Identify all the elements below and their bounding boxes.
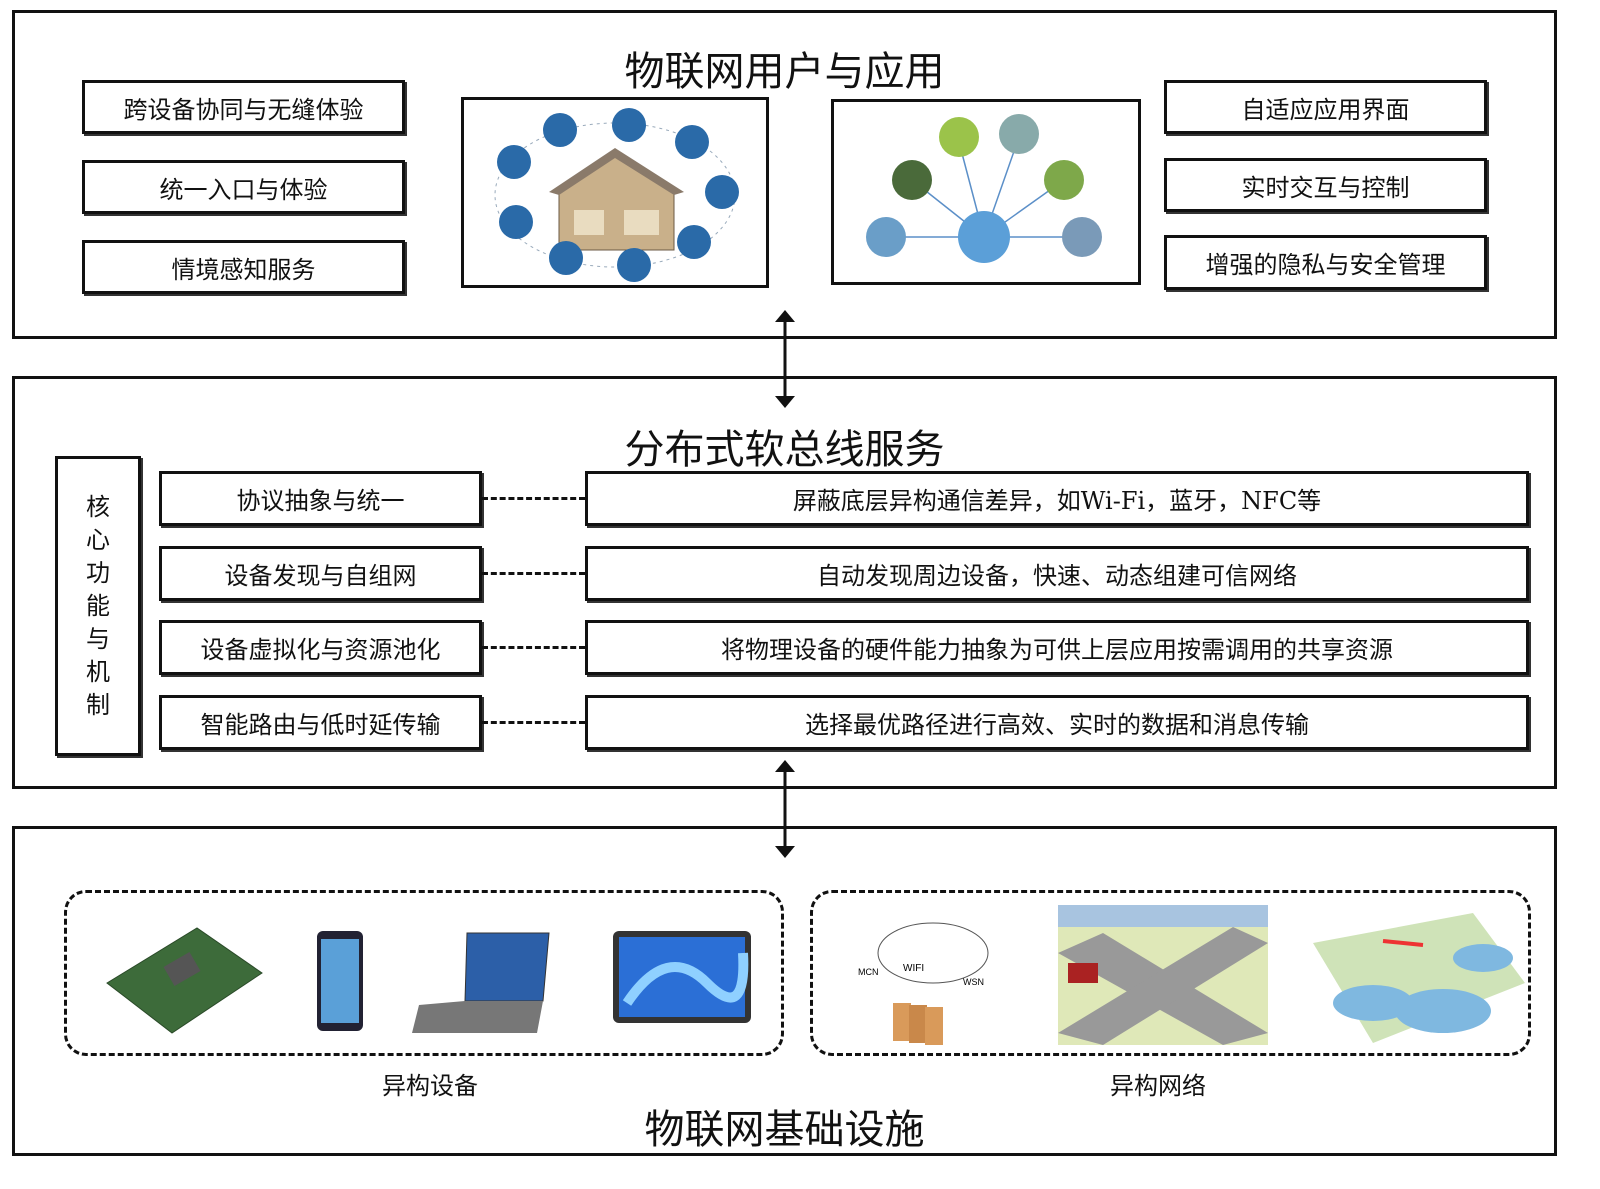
app-item: 自适应应用界面 xyxy=(1164,80,1487,134)
infrastructure-layer: 物联网基础设施 xyxy=(12,826,1557,1156)
app-item: 增强的隐私与安全管理 xyxy=(1164,235,1487,290)
function-desc: 自动发现周边设备，快速、动态组建可信网络 xyxy=(585,546,1529,601)
function-name: 设备发现与自组网 xyxy=(159,546,482,601)
connector-line xyxy=(482,646,585,649)
function-name: 协议抽象与统一 xyxy=(159,471,482,526)
side-char: 制 xyxy=(86,690,110,719)
function-desc: 屏蔽底层异构通信差异，如Wi-Fi，蓝牙，NFC等 xyxy=(585,471,1529,526)
side-char: 与 xyxy=(86,624,110,653)
function-desc: 选择最优路径进行高效、实时的数据和消息传输 xyxy=(585,695,1529,750)
heterogeneous-networks-group: WIFI MCN WSN xyxy=(810,890,1531,1056)
heterogeneous-devices-label: 异构设备 xyxy=(382,1072,478,1100)
bidirectional-arrow-icon xyxy=(775,310,795,408)
side-char: 机 xyxy=(86,657,110,686)
app-item: 实时交互与控制 xyxy=(1164,158,1487,212)
side-char: 功 xyxy=(86,558,110,587)
iot-network-image xyxy=(831,99,1141,285)
side-char: 能 xyxy=(86,591,110,620)
side-char: 心 xyxy=(86,525,110,554)
network-cloud-icon: WIFI MCN WSN xyxy=(858,922,989,1045)
function-name: 设备虚拟化与资源池化 xyxy=(159,620,482,675)
networks-illustration: WIFI MCN WSN xyxy=(858,905,1525,1045)
function-desc: 将物理设备的硬件能力抽象为可供上层应用按需调用的共享资源 xyxy=(585,620,1529,675)
tablet-icon xyxy=(613,931,751,1023)
bidirectional-arrow-icon xyxy=(775,760,795,858)
laptop-icon xyxy=(412,932,550,1033)
network-label: WIFI xyxy=(903,963,924,974)
connector-line xyxy=(482,721,585,724)
core-functions-label: 核心功能与机制 xyxy=(55,456,141,756)
application-layer-title: 物联网用户与应用 xyxy=(624,49,945,95)
infrastructure-layer-title: 物联网基础设施 xyxy=(644,1107,925,1153)
connector-line xyxy=(482,572,585,575)
heterogeneous-devices-group xyxy=(64,890,784,1056)
heterogeneous-networks-label: 异构网络 xyxy=(1110,1072,1206,1100)
network-label: MCN xyxy=(858,967,879,977)
app-item: 情境感知服务 xyxy=(82,240,405,294)
vehicle-network-image xyxy=(1058,905,1268,1045)
function-name: 智能路由与低时延传输 xyxy=(159,695,482,750)
devices-illustration xyxy=(106,927,751,1034)
app-item: 统一入口与体验 xyxy=(82,160,405,214)
connector-line xyxy=(482,497,585,500)
soft-bus-layer-title: 分布式软总线服务 xyxy=(624,427,945,473)
smart-home-image xyxy=(461,97,769,288)
side-char: 核 xyxy=(86,492,110,521)
smartphone-icon xyxy=(317,931,363,1031)
circuit-board-icon xyxy=(106,927,263,1034)
uav-network-image xyxy=(1313,913,1525,1043)
app-item: 跨设备协同与无缝体验 xyxy=(82,80,405,134)
network-label: WSN xyxy=(963,977,984,987)
